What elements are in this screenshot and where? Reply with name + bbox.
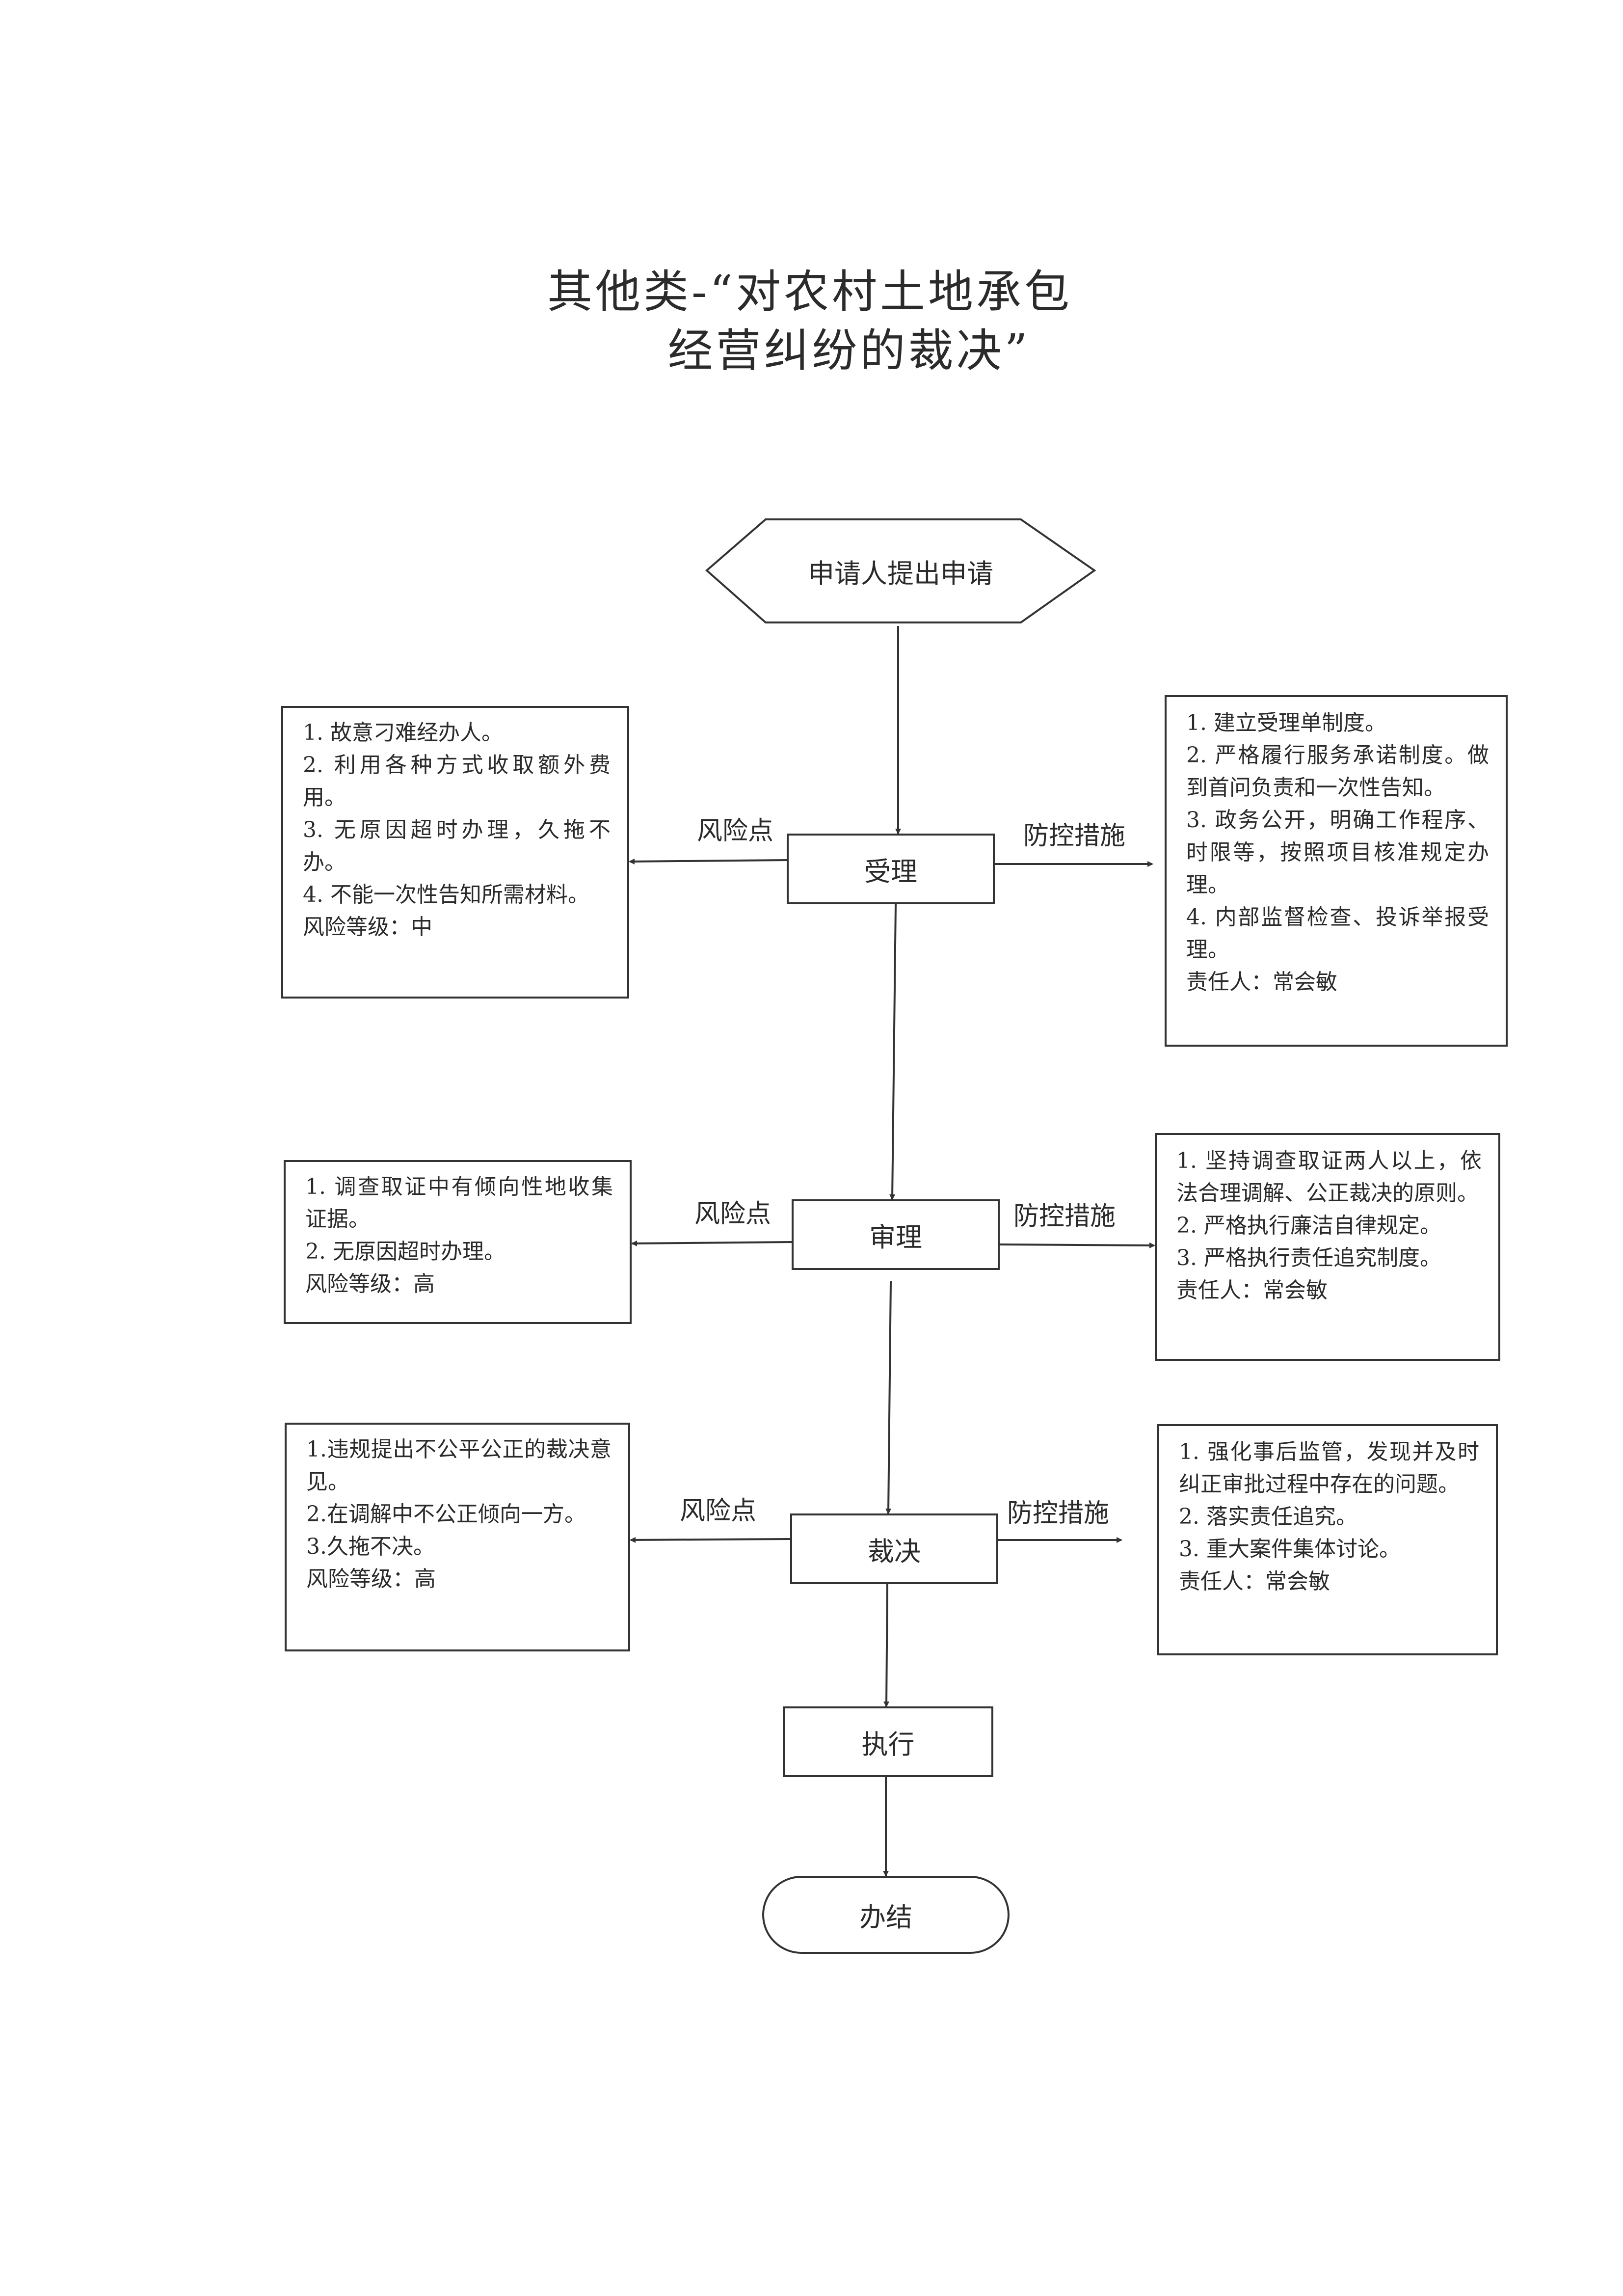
risk-box-ruling: 1.违规提出不公平公正的裁决意见。 2.在调解中不公正倾向一方。 3.久拖不决。… xyxy=(286,1424,629,1650)
list-item: 2. 落实责任追究。 xyxy=(1179,1504,1357,1529)
end-node: 办结 xyxy=(859,1902,912,1933)
list-item: 3. 严格执行责任追究制度。 xyxy=(1176,1245,1441,1270)
list-item: 3.久拖不决。 xyxy=(306,1534,435,1559)
accept-node-shape xyxy=(787,834,995,904)
list-item: 1. 坚持调查取证两人以上，依法合理调解、公正裁决的原则。 xyxy=(1176,1148,1482,1206)
control-label-accept: 防控措施 xyxy=(1023,821,1126,851)
list-item: 1. 调查取证中有倾向性地收集证据。 xyxy=(305,1174,613,1232)
list-item: 2. 严格执行廉洁自律规定。 xyxy=(1176,1213,1441,1238)
list-item: 1.违规提出不公平公正的裁决意见。 xyxy=(306,1437,612,1494)
risk-level: 风险等级：中 xyxy=(303,915,432,940)
risk-level: 风险等级：高 xyxy=(305,1271,435,1297)
list-item: 2. 利用各种方式收取额外费用。 xyxy=(303,753,611,810)
execute-node: 执行 xyxy=(861,1729,915,1760)
start-node-shape xyxy=(705,518,1096,623)
list-item: 3. 重大案件集体讨论。 xyxy=(1179,1537,1401,1562)
ruling-node: 裁决 xyxy=(868,1536,921,1567)
list-item: 2. 无原因超时办理。 xyxy=(305,1239,506,1264)
list-item: 1. 故意刁难经办人。 xyxy=(303,720,503,745)
page-title-line2: 经营纠纷的裁决” xyxy=(667,324,1031,377)
risk-box-accept: 1. 故意刁难经办人。 2. 利用各种方式收取额外费用。 3. 无原因超时办理，… xyxy=(282,707,628,998)
list-item: 4. 不能一次性告知所需材料。 xyxy=(303,882,589,907)
control-box-ruling-border xyxy=(1157,1424,1498,1655)
risk-level: 风险等级：高 xyxy=(306,1567,436,1592)
arrow-ruling-to-risk xyxy=(630,1537,792,1543)
arrow-ruling-to-execute xyxy=(883,1584,890,1707)
control-label-review: 防控措施 xyxy=(1013,1202,1116,1231)
arrow-review-to-risk xyxy=(631,1240,793,1246)
list-item: 2.在调解中不公正倾向一方。 xyxy=(306,1502,586,1527)
list-item: 1. 强化事后监管，发现并及时纠正审批过程中存在的问题。 xyxy=(1179,1439,1479,1497)
arrow-review-to-control xyxy=(998,1242,1155,1248)
list-item: 1. 建立受理单制度。 xyxy=(1186,710,1386,735)
end-node-shape xyxy=(762,1876,1010,1954)
control-label-ruling: 防控措施 xyxy=(1007,1499,1110,1528)
risk-point-label-accept: 风险点 xyxy=(697,816,774,846)
responsible-person: 责任人：常会敏 xyxy=(1186,970,1337,995)
start-node: 申请人提出申请 xyxy=(808,558,993,589)
arrow-accept-to-risk xyxy=(629,858,788,864)
control-box-accept: 1. 建立受理单制度。 2. 严格履行服务承诺制度。做到首问负责和一次性告知。 … xyxy=(1166,696,1507,1046)
accept-node: 受理 xyxy=(864,856,917,887)
responsible-person: 责任人：常会敏 xyxy=(1176,1278,1328,1303)
page-title: 其他类-“对农村土地承包 xyxy=(547,266,1073,318)
list-item: 4. 内部监督检查、投诉举报受理。 xyxy=(1186,905,1489,962)
control-box-review-border xyxy=(1155,1133,1500,1361)
review-node: 审理 xyxy=(869,1221,922,1253)
list-item: 3. 政务公开，明确工作程序、时限等，按照项目核准规定办理。 xyxy=(1186,808,1489,897)
risk-box-review-border xyxy=(284,1160,632,1324)
risk-box-accept-border xyxy=(281,706,629,999)
arrow-accept-to-review xyxy=(889,904,897,1200)
control-box-review: 1. 坚持调查取证两人以上，依法合理调解、公正裁决的原则。 2. 严格执行廉洁自… xyxy=(1156,1134,1499,1360)
risk-point-label-review: 风险点 xyxy=(694,1199,772,1229)
ruling-node-shape xyxy=(790,1513,998,1584)
risk-point-label-ruling: 风险点 xyxy=(680,1496,757,1526)
risk-box-review: 1. 调查取证中有倾向性地收集证据。 2. 无原因超时办理。 风险等级：高 xyxy=(285,1161,631,1323)
control-box-ruling: 1. 强化事后监管，发现并及时纠正审批过程中存在的问题。 2. 落实责任追究。 … xyxy=(1158,1425,1497,1654)
execute-node-shape xyxy=(783,1706,993,1777)
risk-box-ruling-border xyxy=(285,1423,630,1651)
responsible-person: 责任人：常会敏 xyxy=(1179,1569,1330,1594)
list-item: 3. 无原因超时办理，久拖不办。 xyxy=(303,817,611,875)
review-node-shape xyxy=(792,1199,1000,1270)
control-box-accept-border xyxy=(1165,695,1508,1047)
list-item: 2. 严格履行服务承诺制度。做到首问负责和一次性告知。 xyxy=(1186,743,1489,800)
arrow-review-to-ruling xyxy=(885,1281,892,1514)
